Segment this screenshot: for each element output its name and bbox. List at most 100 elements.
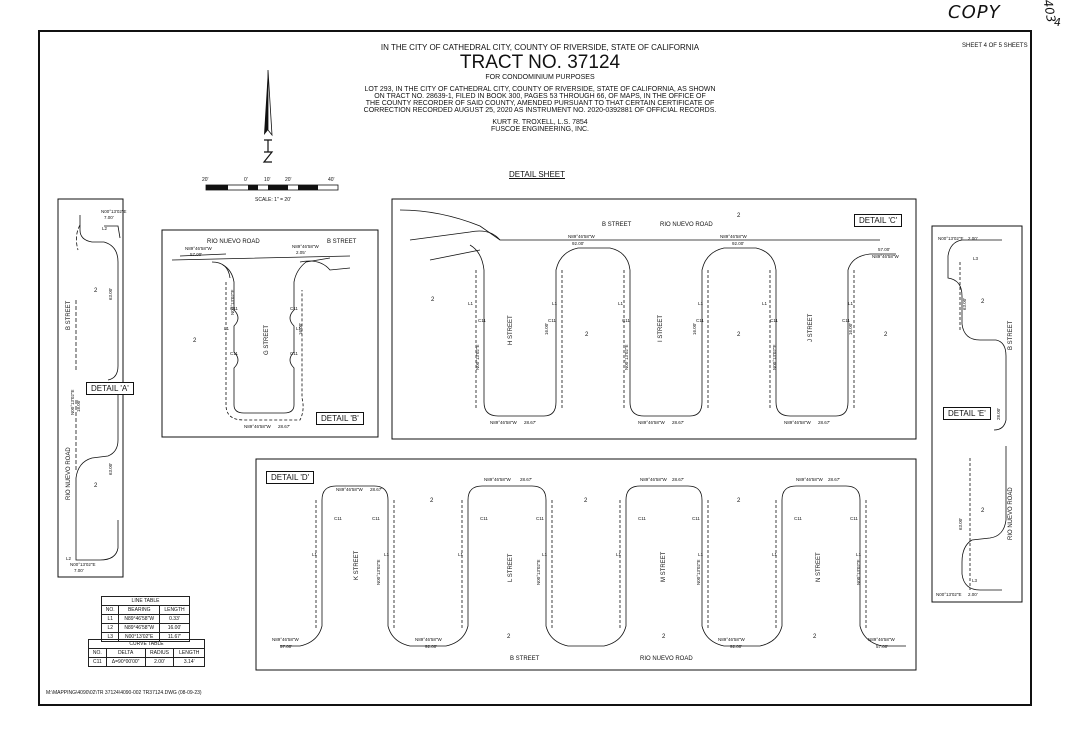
vertical-bearing-annotations: 63.00' N00°13'02"E 18.00' 63.00' N00°13'…	[70, 288, 1001, 585]
svg-text:L2: L2	[102, 226, 108, 231]
lot-label: 2	[981, 299, 985, 305]
svg-text:2.05': 2.05'	[296, 250, 306, 255]
svg-text:16.00': 16.00'	[848, 323, 853, 335]
detail-sheet-title: DETAIL SHEET	[509, 170, 566, 179]
svg-text:92.00': 92.00'	[572, 241, 584, 246]
svg-text:C11: C11	[692, 516, 700, 521]
svg-text:28.67': 28.67'	[672, 477, 684, 482]
svg-text:L1: L1	[468, 301, 474, 306]
lot-label: 2	[585, 332, 589, 338]
street-label-i: I STREET	[658, 315, 664, 342]
svg-text:92.00': 92.00'	[425, 644, 437, 649]
north-arrow-icon	[262, 69, 274, 163]
svg-text:N00°13'02"E: N00°13'02"E	[938, 236, 964, 241]
description-line-1: LOT 293, IN THE CITY OF CATHEDRAL CITY, …	[364, 86, 716, 93]
svg-text:C11: C11	[290, 306, 298, 311]
svg-text:63.00': 63.00'	[108, 288, 113, 300]
street-label-l: L STREET	[508, 553, 514, 582]
svg-text:C11: C11	[622, 318, 630, 323]
svg-text:N00°13'02"E: N00°13'02"E	[624, 344, 629, 370]
svg-text:N00°13'02"E: N00°13'02"E	[475, 344, 480, 370]
tract-title: TRACT NO. 37124	[459, 52, 621, 73]
street-label-j: J STREET	[808, 313, 814, 342]
lot-label: 2	[430, 498, 434, 504]
svg-text:N89°46'58"W: N89°46'58"W	[292, 244, 320, 249]
sheet-count: SHEET 4 OF 5 SHEETS	[962, 43, 1028, 49]
lot-label: 2	[737, 498, 741, 504]
svg-text:57.00': 57.00'	[878, 247, 890, 252]
svg-text:16.00': 16.00'	[298, 323, 303, 335]
svg-text:C11: C11	[290, 351, 298, 356]
street-label-b: B STREET	[602, 222, 632, 228]
svg-text:L1: L1	[224, 326, 230, 331]
street-label-b: B STREET	[1008, 320, 1014, 350]
sheet-sub-stamp: 4	[1054, 16, 1061, 29]
svg-text:N89°46'58"W: N89°46'58"W	[415, 637, 443, 642]
svg-text:28.67': 28.67'	[524, 420, 536, 425]
svg-text:N00°13'02"E: N00°13'02"E	[101, 209, 127, 214]
svg-text:L3: L3	[972, 578, 978, 583]
svg-text:C11: C11	[696, 318, 704, 323]
svg-text:28.67': 28.67'	[818, 420, 830, 425]
svg-text:C11: C11	[372, 516, 380, 521]
svg-text:N00°13'02"E: N00°13'02"E	[230, 289, 235, 315]
svg-text:C11: C11	[480, 516, 488, 521]
lot-label: 2	[737, 332, 741, 338]
svg-text:16.00': 16.00'	[544, 323, 549, 335]
svg-text:C11: C11	[850, 516, 858, 521]
svg-text:N00°13'02"E: N00°13'02"E	[856, 559, 861, 585]
svg-text:L1: L1	[616, 552, 622, 557]
street-label-k: K STREET	[354, 550, 360, 580]
svg-text:28.67': 28.67'	[828, 477, 840, 482]
svg-text:L1: L1	[618, 301, 624, 306]
svg-text:N89°46'58"W: N89°46'58"W	[784, 420, 812, 425]
street-label-rio: RIO NUEVO ROAD	[207, 239, 260, 245]
svg-text:N89°46'58"W: N89°46'58"W	[185, 246, 213, 251]
svg-text:C11: C11	[794, 516, 802, 521]
purpose-line: FOR CONDOMINIUM PURPOSES	[485, 74, 595, 81]
description-line-3: THE COUNTY RECORDER OF SAID COUNTY, AMEN…	[365, 100, 715, 107]
street-label-g: G STREET	[264, 325, 270, 355]
svg-text:57.00': 57.00'	[280, 644, 292, 649]
svg-text:L1: L1	[552, 301, 558, 306]
svg-text:L1: L1	[312, 552, 318, 557]
copy-stamp: COPY	[948, 2, 1001, 23]
street-label-rio: RIO NUEVO ROAD	[640, 656, 693, 662]
detail-a-label: DETAIL 'A'	[86, 382, 134, 395]
title-block: IN THE CITY OF CATHEDRAL CITY, COUNTY OF…	[300, 43, 780, 133]
lot-label: 2	[584, 498, 588, 504]
detail-e-label: DETAIL 'E'	[943, 407, 991, 420]
svg-text:N89°46'58"W: N89°46'58"W	[796, 477, 824, 482]
scale-tick-3: 10'	[264, 177, 271, 183]
city-line: IN THE CITY OF CATHEDRAL CITY, COUNTY OF…	[380, 43, 700, 52]
svg-text:28.67': 28.67'	[278, 424, 290, 429]
svg-text:63.00': 63.00'	[958, 518, 963, 530]
lot-label: 2	[884, 332, 888, 338]
svg-text:C11: C11	[230, 306, 238, 311]
scale-tick-1: 20'	[202, 177, 209, 183]
scale-tick-5: 40'	[328, 177, 335, 183]
svg-text:2.00': 2.00'	[968, 236, 978, 241]
detail-d-label: DETAIL 'D'	[266, 471, 315, 484]
svg-text:L1: L1	[848, 301, 854, 306]
svg-text:L3: L3	[973, 256, 979, 261]
svg-text:N89°46'58"W: N89°46'58"W	[872, 254, 900, 259]
svg-text:28.67': 28.67'	[370, 487, 382, 492]
street-label-rio: RIO NUEVO ROAD	[660, 222, 713, 228]
svg-text:C11: C11	[770, 318, 778, 323]
curve-table-title: CURVE TABLE	[88, 639, 205, 649]
line-table-title: LINE TABLE	[101, 596, 190, 606]
surveyor-name: KURT R. TROXELL, L.S. 7854	[492, 119, 588, 126]
svg-text:C11: C11	[334, 516, 342, 521]
map-annotations: 2 2 2 2 2 2 2 2 2 2 2 2 2 2 2 2 B STREET…	[66, 213, 1014, 662]
svg-text:C11: C11	[230, 351, 238, 356]
svg-text:7.00': 7.00'	[74, 568, 84, 573]
bearing-annotations: N00°13'02"E7.00' N00°13'02"E7.00' N89°46…	[66, 209, 979, 649]
svg-text:N89°46'58"W: N89°46'58"W	[484, 477, 512, 482]
street-label-n: N STREET	[816, 552, 822, 582]
svg-text:N89°46'58"W: N89°46'58"W	[720, 234, 748, 239]
